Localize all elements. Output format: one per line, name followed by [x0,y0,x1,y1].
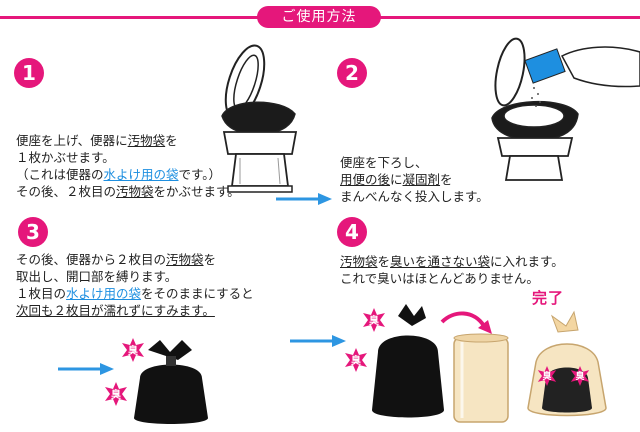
odor-burst-icon [537,366,557,386]
step-1-line-2: １枚かぶせます。 [16,150,115,165]
step-4-line-2: これで臭いはほとんどありません。 [340,271,539,286]
step-3-number: 3 [18,217,48,247]
step-3-line-2: 取出し、開口部を縛ります。 [16,269,178,284]
odor-badge: 臭 [570,366,590,386]
toilet-with-bag-illustration [221,44,298,193]
odor-badge: 臭 [344,348,368,372]
step-4-text: 汚物袋を臭いを通さない袋に入れます。 これで臭いはほとんどありません。 [340,253,564,287]
black-bag-illustration [372,304,444,418]
odor-badge: 臭 [537,366,557,386]
odor-burst-icon [570,366,590,386]
step-3-line-3: １枚目の水よけ用の袋をそのままにすると [16,286,254,301]
odor-badge: 臭 [121,338,145,362]
odor-burst-icon [105,382,127,406]
step-2-line-1: 便座を下ろし、 [340,155,428,170]
step-2-line-3: まんべんなく投入します。 [340,189,489,204]
odor-burst-icon [122,338,144,362]
page-title: ご使用方法 [257,6,381,28]
step-1-number: 1 [14,58,44,88]
step-1-line-3: （これは便器の水よけ用の袋です。） [16,167,222,182]
step-2-number: 2 [337,58,367,88]
odor-badge: 臭 [104,382,128,406]
curved-arrow-icon [440,311,492,334]
tied-black-bag-illustration [134,340,208,424]
odor-burst-icon [345,348,367,372]
arrow-right-icon [58,363,114,375]
odor-proof-bag-illustration [453,333,509,423]
done-label: 完了 [532,289,565,307]
step-1-text: 便座を上げ、便器に汚物袋を １枚かぶせます。 （これは便器の水よけ用の袋です。）… [16,132,240,200]
step-4-line-1: 汚物袋を臭いを通さない袋に入れます。 [340,254,564,269]
odor-burst-icon [363,308,385,332]
step-3-line-4: 次回も２枚目が濡れずにすみます。 [16,303,215,318]
step-3-text: その後、便器から２枚目の汚物袋を 取出し、開口部を縛ります。 １枚目の水よけ用の… [16,251,254,319]
arrow-right-icon [276,193,332,205]
step-2-text: 便座を下ろし、 用便の後に凝固剤を まんべんなく投入します。 [340,154,489,205]
completed-bag-illustration [527,310,607,417]
step-1-line-1: 便座を上げ、便器に汚物袋を [16,133,178,148]
toilet-coagulant-illustration [491,37,640,181]
step-2-line-2: 用便の後に凝固剤を [340,172,453,187]
odor-badge: 臭 [362,308,386,332]
step-4-number: 4 [337,217,367,247]
step-3-line-1: その後、便器から２枚目の汚物袋を [16,252,217,267]
arrow-right-icon [290,335,346,347]
step-1-line-4: その後、２枚目の汚物袋をかぶせます。 [16,184,240,199]
